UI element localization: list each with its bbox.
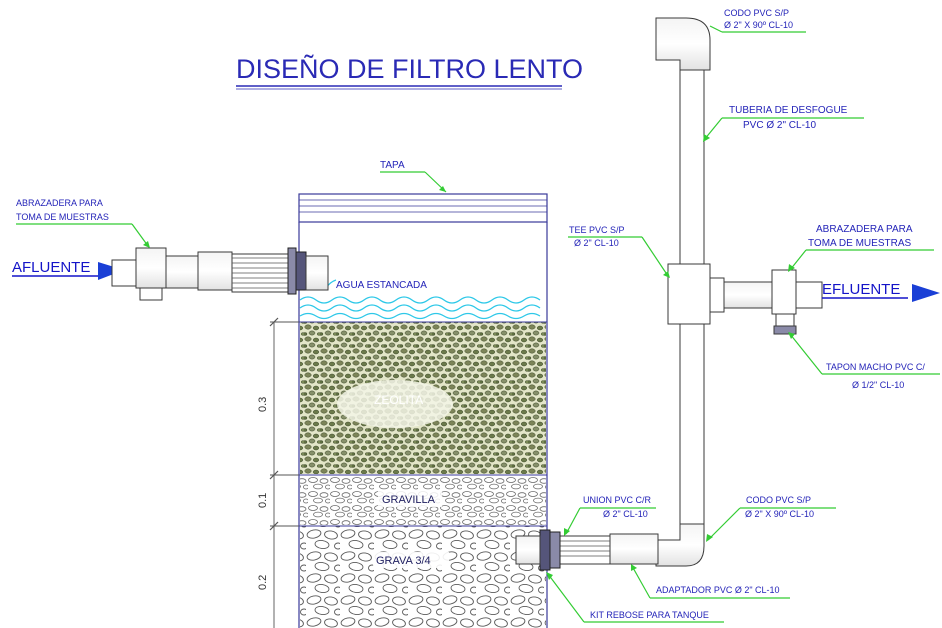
grava-label-bg <box>373 552 449 568</box>
codo-bottom-label-1: CODO PVC S/P <box>746 495 811 505</box>
grava-label: GRAVA 3/4 <box>376 555 431 567</box>
codo-top-label-2: Ø 2" X 90º CL-10 <box>724 20 793 30</box>
desfogue-pipe-upper <box>679 69 705 267</box>
outlet-pipe-end <box>795 281 823 309</box>
bottom-elbow <box>655 523 705 567</box>
title-group: DISEÑO DE FILTRO LENTO <box>236 53 583 90</box>
agua-estancada-label: AGUA ESTANCADA <box>336 280 427 291</box>
water-surface <box>299 296 541 320</box>
outlet-branch-pipe <box>723 281 773 309</box>
union-label-1: UNION PVC C/R <box>583 495 652 505</box>
inlet-clamp-valve <box>139 287 163 301</box>
tee-fitting <box>667 263 711 325</box>
outlet-clamp-arrow <box>788 264 795 272</box>
union-arrow <box>564 528 570 536</box>
kit-flange <box>539 529 551 571</box>
bottom-pipe <box>609 533 659 565</box>
desfogue-label-1: TUBERIA DE DESFOGUE <box>729 105 848 116</box>
adaptador-label: ADAPTADOR PVC Ø 2" CL-10 <box>656 585 780 595</box>
tee-branch <box>709 277 725 313</box>
zeolita-label: ZEOLITA <box>374 393 423 407</box>
kit-leader <box>547 573 585 623</box>
gravilla-label-bg <box>378 491 442 507</box>
kit-label: KIT REBOSE PARA TANQUE <box>590 610 709 620</box>
dim-gravilla: 0.1 <box>257 493 269 508</box>
tapon-arrow <box>788 332 795 339</box>
inlet-clamp-body <box>135 247 167 289</box>
dimension-line: 0.3 0.1 0.2 <box>257 317 299 628</box>
codo-bottom-arrow <box>706 534 713 542</box>
union-leader <box>565 507 581 535</box>
inlet-assembly: AFLUENTE ABRAZADERA PARA TOMA DE MUESTRA… <box>12 198 329 301</box>
codo-bottom-leader <box>707 507 741 541</box>
tank: AGUA ESTANCADA ZEOLITA GRAVILLA GRAVA 3/… <box>298 160 548 628</box>
tee-label-1: TEE PVC S/P <box>569 225 625 235</box>
dim-slash-1 <box>269 317 279 327</box>
tapon-label-1: TAPON MACHO PVC C/ <box>826 362 925 372</box>
top-elbow <box>655 17 711 71</box>
efluente-arrow <box>912 284 940 302</box>
tapon-leader <box>789 333 823 375</box>
fitting-labels: CODO PVC S/P Ø 2" X 90º CL-10 TUBERIA DE… <box>546 8 940 623</box>
outlet-clamp-valve <box>775 313 795 327</box>
codo-bottom-label-2: Ø 2" X 90º CL-10 <box>745 509 814 519</box>
inlet-clamp-leader <box>131 223 149 247</box>
bottom-thread <box>559 535 611 565</box>
dim-grava: 0.2 <box>257 575 269 590</box>
adaptador-arrow <box>631 564 637 571</box>
inlet-flange-2 <box>295 251 307 291</box>
kit-arrow <box>546 572 553 580</box>
afluente-label: AFLUENTE <box>12 259 90 276</box>
zeolita-highlight <box>337 380 453 428</box>
inlet-nipple <box>305 255 329 291</box>
inlet-adapter <box>197 251 233 291</box>
tapa-label: TAPA <box>380 160 405 171</box>
inlet-pipe-1 <box>165 255 199 289</box>
inlet-clamp-label-1: ABRAZADERA PARA <box>16 198 103 208</box>
gravilla-label: GRAVILLA <box>382 494 436 506</box>
tapon-label-2: Ø 1/2" CL-10 <box>852 380 904 390</box>
inlet-clamp-arrow <box>143 241 150 248</box>
tee-leader <box>641 236 669 277</box>
desfogue-label-2: PVC Ø 2" CL-10 <box>743 120 816 131</box>
desfogue-pipe-lower <box>679 323 705 525</box>
tee-label-2: Ø 2" CL-10 <box>574 238 619 248</box>
inlet-flange <box>287 247 297 295</box>
kit-flange-2 <box>549 531 561 569</box>
union-label-2: Ø 2" CL-10 <box>603 509 648 519</box>
outlet-tapon <box>773 325 797 335</box>
dim-slash-2 <box>269 470 279 480</box>
outlet-piping: EFLUENTE <box>515 17 940 571</box>
outlet-clamp-label-1: ABRAZADERA PARA <box>816 224 913 235</box>
diagram-title: DISEÑO DE FILTRO LENTO <box>236 53 583 84</box>
outlet-clamp-body <box>771 269 797 315</box>
codo-top-leader <box>709 25 723 33</box>
dim-zeolita: 0.3 <box>257 397 269 412</box>
dim-slash-3 <box>269 521 279 531</box>
tee-arrow <box>663 271 670 278</box>
tapa-leader-arrow <box>439 186 446 192</box>
inlet-pipe-stub <box>111 259 139 287</box>
kit-nipple <box>515 535 541 565</box>
tank-lid <box>298 193 548 223</box>
afluente-arrow <box>98 262 124 280</box>
adaptador-leader <box>631 565 651 599</box>
inlet-clamp-label-2: TOMA DE MUESTRAS <box>16 212 109 222</box>
desfogue-arrow <box>703 134 710 142</box>
outlet-clamp-label-2: TOMA DE MUESTRAS <box>808 238 911 249</box>
grava-layer <box>300 526 546 628</box>
efluente-label: EFLUENTE <box>822 281 900 298</box>
codo-top-label-1: CODO PVC S/P <box>724 8 789 18</box>
